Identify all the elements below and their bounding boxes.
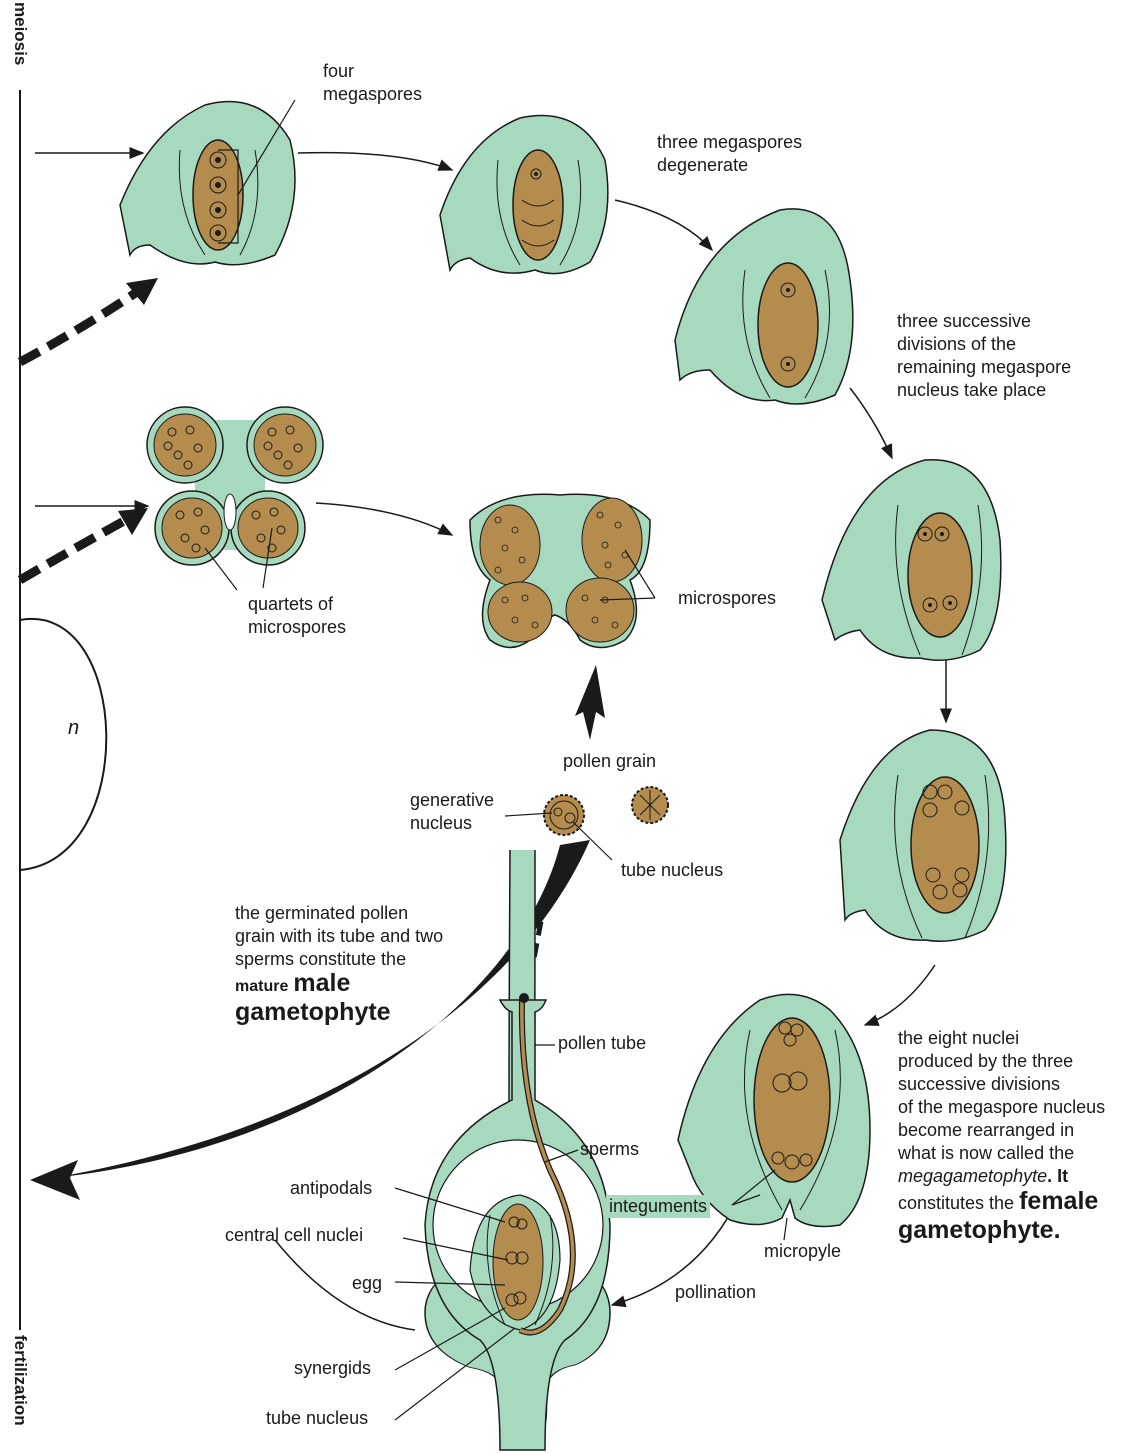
pollen-grain-top [632,787,668,823]
micropyle-label: micropyle [764,1240,841,1263]
meiosis-label: meiosis [10,2,30,65]
ovule-stage-5 [840,730,1006,941]
sperms-label: sperms [580,1138,639,1161]
return-line [275,1240,415,1330]
meiosis-arrow-male [20,515,135,580]
haploid-n-label: n [68,717,79,740]
ovule-stage-4 [822,460,1001,661]
ovule-megaspores-degenerate [440,116,608,274]
pollination-label: pollination [675,1281,756,1304]
tube-nucleus-top-label: tube nucleus [621,859,723,882]
egg-label: egg [352,1272,382,1295]
arrow-anther-stage2 [316,503,452,535]
tube-nucleus-bottom-label: tube nucleus [266,1407,368,1430]
meiosis-arrow-female [20,290,140,362]
ovule-four-megaspores [120,100,295,265]
pollen-grain-label: pollen grain [563,750,656,773]
arrow-stage1-stage2 [298,153,452,170]
central-cell-nuclei-label: central cell nuclei [225,1224,363,1247]
ovule-megagametophyte [678,994,870,1226]
synergids-label: synergids [294,1357,371,1380]
pollen-tube-label: pollen tube [558,1032,646,1055]
antipodals-label: antipodals [290,1177,372,1200]
male-gametophyte-arrowhead [30,1160,80,1200]
arrow-stage5-stage6 [865,965,935,1025]
microspores-label: microspores [678,587,776,610]
pollen-release-arrow [575,665,605,740]
arrow-stage3-stage4 [850,388,892,458]
arrow-stage2-stage3 [615,200,712,250]
anther-quartets [147,407,323,590]
fertilization-label: fertilization [10,1335,30,1426]
anther-microspores [470,494,655,647]
ovule-stage-3 [675,209,853,404]
haploid-phase-bubble [20,619,106,870]
integuments-label: integuments [606,1195,710,1218]
